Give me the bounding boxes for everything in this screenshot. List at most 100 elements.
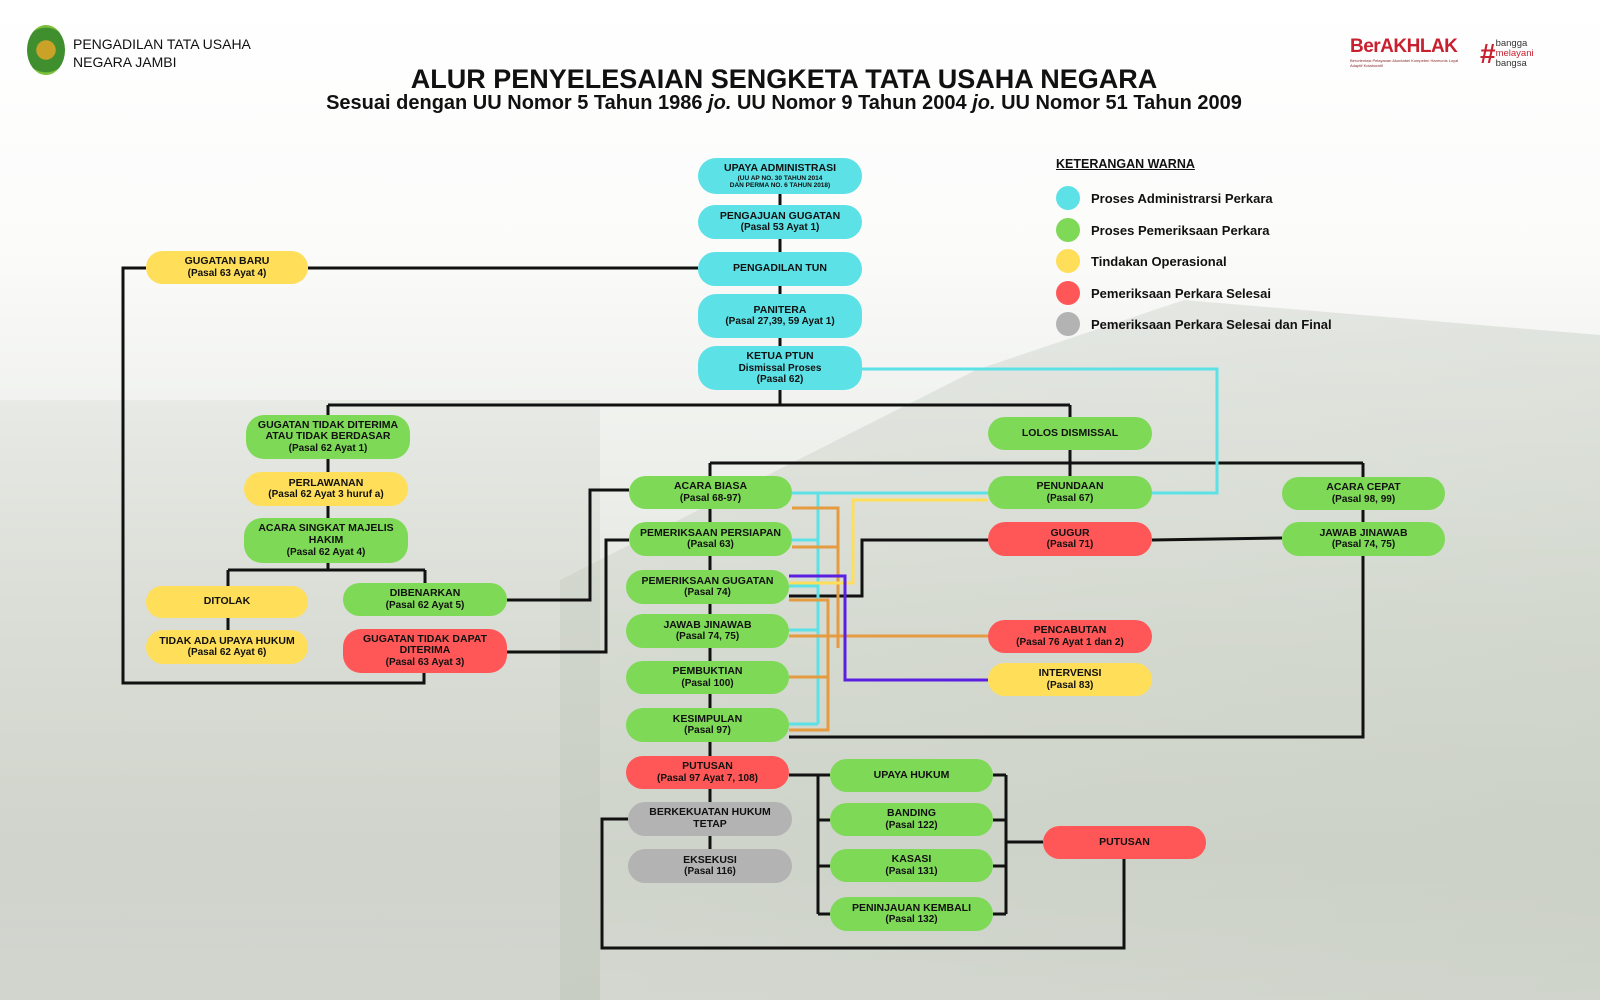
node-jawab-jinawab: JAWAB JINAWAB(Pasal 74, 75)	[626, 614, 789, 648]
node-title: DITERIMA	[399, 644, 451, 657]
legend-item: Proses Pemeriksaan Perkara	[1056, 218, 1270, 242]
cyan-dot-icon	[1056, 186, 1080, 210]
node-sub: (Pasal 63)	[687, 539, 734, 551]
purple-connector	[789, 574, 988, 682]
node-pembuktian: PEMBUKTIAN(Pasal 100)	[626, 661, 789, 694]
node-title: JAWAB JINAWAB	[663, 618, 752, 631]
node-gugatan-baru: GUGATAN BARU(Pasal 63 Ayat 4)	[146, 251, 308, 284]
legend-label: Tindakan Operasional	[1091, 253, 1227, 269]
org-line-2: NEGARA JAMBI	[73, 54, 177, 70]
node-pengadilan-tun: PENGADILAN TUN	[698, 252, 862, 286]
melayani-text: melayani	[1495, 48, 1534, 59]
legend-label: Pemeriksaan Perkara Selesai	[1091, 285, 1271, 301]
red-dot-icon	[1056, 281, 1080, 305]
node-title: KASASI	[891, 853, 932, 866]
legend-label: Proses Pemeriksaan Perkara	[1091, 222, 1270, 238]
gray-dot-icon	[1056, 312, 1080, 336]
node-title: KETUA PTUN	[746, 349, 814, 362]
node-title: DIBENARKAN	[389, 587, 461, 600]
node-lolos-dismissal: LOLOS DISMISSAL	[988, 417, 1152, 450]
berakhlak-logo: BerAKHLAK Berorientasi Pelayanan Akuntab…	[1350, 36, 1465, 68]
node-putusan-akhir: PUTUSAN	[1043, 826, 1206, 859]
cyan-connectors	[789, 367, 1219, 726]
node-title: LOLOS DISMISSAL	[1021, 426, 1119, 439]
black-connectors	[121, 193, 1365, 950]
node-sub: (Pasal 74, 75)	[675, 631, 740, 643]
node-title: BANDING	[887, 807, 936, 820]
node-dibenarkan: DIBENARKAN(Pasal 62 Ayat 5)	[343, 583, 507, 616]
node-sub: (Pasal 62 Ayat 5)	[385, 599, 465, 611]
node-sub: (Pasal 53 Ayat 1)	[740, 222, 820, 234]
node-title: PEMERIKSAAN PERSIAPAN	[640, 526, 781, 539]
node-title: BERKEKUATAN HUKUM TETAP	[649, 806, 771, 830]
node-jawab-jinawab-cepat: JAWAB JINAWAB(Pasal 74, 75)	[1282, 522, 1445, 556]
node-sub: (Pasal 67)	[1046, 492, 1094, 504]
node-title: ACARA BIASA	[673, 480, 748, 493]
node-title: UPAYA ADMINISTRASI	[723, 161, 837, 174]
node-title: DITOLAK	[203, 595, 251, 608]
bangga-text: bangga	[1495, 38, 1528, 49]
bangga-melayani-logo: # bangga melayani bangsa	[1480, 38, 1534, 70]
hashtag-icon: #	[1480, 38, 1496, 69]
node-title: PERLAWANAN	[288, 476, 364, 489]
node-sub: (Pasal 27,39, 59 Ayat 1)	[725, 316, 835, 328]
node-ditolak: DITOLAK	[146, 586, 308, 618]
berakhlak-tagline: Berorientasi Pelayanan Akuntabel Kompete…	[1350, 58, 1459, 68]
node-title: GUGATAN TIDAK DITERIMA	[257, 418, 399, 431]
node-sub: (Pasal 62 Ayat 3 huruf a)	[268, 489, 384, 501]
node-kasasi: KASASI(Pasal 131)	[830, 849, 993, 882]
node-upaya-administrasi: UPAYA ADMINISTRASI(UU AP NO. 30 TAHUN 20…	[698, 158, 862, 194]
node-title: GUGATAN TIDAK DAPAT	[362, 632, 488, 645]
node-sub: (Pasal 131)	[885, 865, 938, 877]
node-eksekusi: EKSEKUSI(Pasal 116)	[628, 849, 792, 883]
node-sub: (Pasal 62)	[756, 373, 804, 385]
node-sub: (UU AP NO. 30 TAHUN 2014	[737, 174, 823, 182]
node-perlawanan: PERLAWANAN(Pasal 62 Ayat 3 huruf a)	[244, 472, 408, 506]
node-title: HAKIM	[308, 533, 344, 546]
page-subtitle: Sesuai dengan UU Nomor 5 Tahun 1986 jo. …	[0, 92, 1568, 115]
node-penundaan: PENUNDAAN(Pasal 67)	[988, 476, 1152, 509]
subtitle-part: UU Nomor 9 Tahun 2004	[731, 92, 973, 114]
legend-item: Proses Administrarsi Perkara	[1056, 186, 1273, 210]
node-title: PENGADILAN TUN	[733, 262, 827, 275]
node-acara-cepat: ACARA CEPAT(Pasal 98, 99)	[1282, 477, 1445, 510]
node-title: GUGUR	[1050, 526, 1090, 539]
node-panitera: PANITERA(Pasal 27,39, 59 Ayat 1)	[698, 294, 862, 338]
legend-label: Proses Administrarsi Perkara	[1091, 190, 1273, 206]
node-title: GUGATAN BARU	[184, 255, 270, 268]
node-title: EKSEKUSI	[683, 853, 737, 866]
yellow-connector	[789, 498, 988, 585]
node-sub: (Pasal 63 Ayat 4)	[187, 267, 267, 279]
node-title: JAWAB JINAWAB	[1319, 526, 1408, 539]
page-title: ALUR PENYELESAIAN SENGKETA TATA USAHA NE…	[410, 64, 1158, 94]
legend-label: Pemeriksaan Perkara Selesai dan Final	[1091, 316, 1332, 332]
node-gugur: GUGUR(Pasal 71)	[988, 522, 1152, 556]
node-sub: (Pasal 68-97)	[679, 492, 742, 504]
node-title: PENUNDAAN	[1036, 480, 1104, 493]
node-banding: BANDING(Pasal 122)	[830, 803, 993, 836]
node-kesimpulan: KESIMPULAN(Pasal 97)	[626, 708, 789, 742]
subtitle-part: UU Nomor 51 Tahun 2009	[995, 92, 1242, 114]
node-title: PANITERA	[753, 303, 807, 316]
green-dot-icon	[1056, 218, 1080, 242]
node-sub: (Pasal 62 Ayat 6)	[187, 647, 267, 659]
node-putusan: PUTUSAN(Pasal 97 Ayat 7, 108)	[626, 756, 789, 789]
node-peninjauan-kembali: PENINJAUAN KEMBALI(Pasal 132)	[830, 897, 993, 931]
node-title: TIDAK ADA UPAYA HUKUM	[159, 634, 295, 647]
subtitle-part: Sesuai dengan UU Nomor 5 Tahun 1986	[326, 92, 709, 114]
node-title: ACARA SINGKAT MAJELIS	[258, 522, 394, 535]
node-berkekuatan-hukum-tetap: BERKEKUATAN HUKUM TETAP	[628, 802, 792, 836]
legend-title: KETERANGAN WARNA	[1056, 157, 1195, 171]
node-title: ATAU TIDAK BERDASAR	[265, 430, 391, 443]
node-title: PENINJAUAN KEMBALI	[851, 901, 971, 914]
org-name: PENGADILAN TATA USAHA NEGARA JAMBI	[73, 35, 251, 71]
node-title: PENCABUTAN	[1033, 624, 1107, 637]
node-sub: (Pasal 98, 99)	[1331, 493, 1396, 505]
node-title: PENGAJUAN GUGATAN	[719, 209, 841, 222]
node-upaya-hukum: UPAYA HUKUM	[830, 759, 993, 792]
node-sub: (Pasal 74)	[684, 587, 731, 599]
org-line-1: PENGADILAN TATA USAHA	[73, 36, 251, 52]
node-title: INTERVENSI	[1038, 667, 1102, 680]
